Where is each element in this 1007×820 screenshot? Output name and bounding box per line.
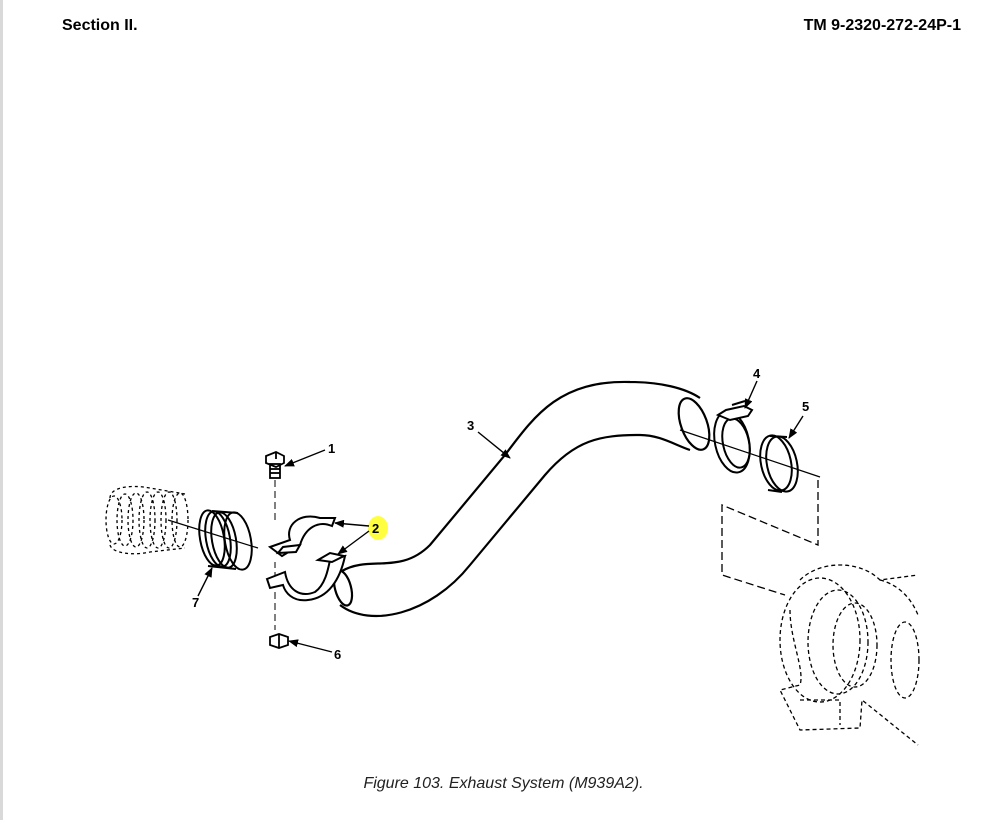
- callout-7: 7: [192, 595, 199, 610]
- reference-outline: [721, 480, 819, 596]
- leader-lines: [197, 380, 804, 653]
- callout-highlight: [368, 516, 388, 540]
- callout-2: 2: [372, 521, 379, 536]
- page-edge: [0, 0, 3, 820]
- section-header: Section II.: [62, 17, 138, 34]
- seal-ring: [759, 434, 799, 493]
- callout-6: 6: [334, 647, 341, 662]
- bolt: [265, 451, 285, 479]
- turbocharger: [779, 564, 920, 746]
- callout-4: 4: [753, 366, 761, 381]
- clamp-halves: [265, 515, 347, 602]
- exhaust-pipe: [332, 380, 711, 618]
- center-line-right: [679, 429, 821, 478]
- callout-3: 3: [467, 418, 474, 433]
- threaded-sleeve: [198, 509, 253, 571]
- nut: [269, 633, 289, 649]
- flex-bellows: [105, 485, 189, 555]
- callout-5: 5: [802, 399, 809, 414]
- center-line: [167, 519, 259, 549]
- figure-caption: Figure 103. Exhaust System (M939A2).: [363, 775, 644, 792]
- manual-number: TM 9-2320-272-24P-1: [803, 17, 961, 34]
- v-band-clamp: [713, 400, 754, 474]
- callout-1: 1: [328, 441, 335, 456]
